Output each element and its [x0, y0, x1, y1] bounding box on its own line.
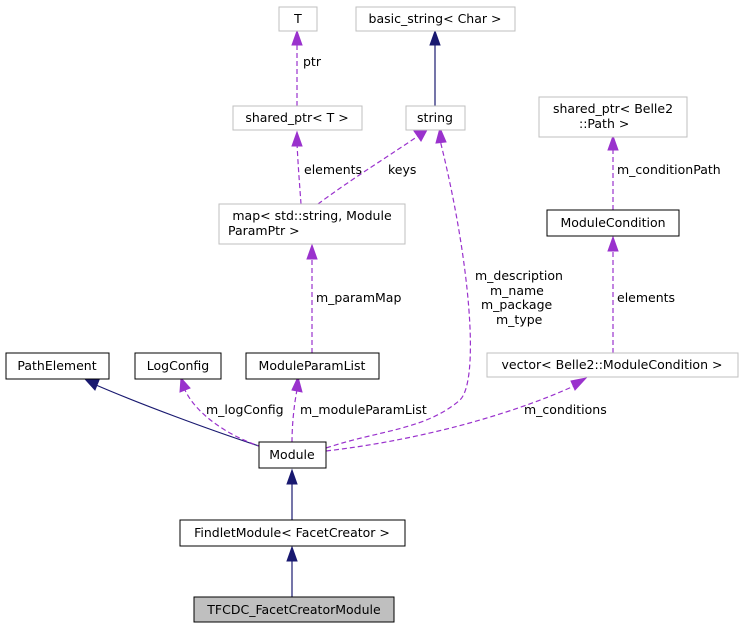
node-map-label-1: map< std::string, Module — [232, 208, 392, 223]
edge-module-log-config — [179, 376, 263, 448]
edge-module-conditions — [325, 377, 588, 452]
edge-label-m-condition-path: m_conditionPath — [617, 162, 721, 177]
node-findlet-module-label: FindletModule< FacetCreator > — [194, 525, 390, 540]
node-basic-string[interactable]: basic_string< Char > — [355, 6, 516, 32]
node-string[interactable]: string — [405, 105, 466, 131]
edge-label-m-name: m_name — [490, 283, 544, 298]
edge-string-inherits-basic-string — [429, 29, 441, 106]
edge-map-elements — [291, 130, 303, 205]
edge-findlet-inherits-module — [286, 468, 298, 520]
edge-module-condition-condition-path — [607, 134, 619, 210]
node-vector-condition-label: vector< Belle2::ModuleCondition > — [502, 357, 723, 372]
edge-label-m-module-param-list: m_moduleParamList — [300, 402, 427, 417]
edge-label-m-description: m_description — [475, 268, 563, 283]
node-shared-ptr-path-label-1: shared_ptr< Belle2 — [553, 101, 673, 116]
edge-label-m-param-map: m_paramMap — [316, 290, 401, 305]
edge-label-m-package: m_package — [481, 297, 553, 312]
node-module-param-list-label: ModuleParamList — [259, 358, 366, 373]
edge-label-elements-map: elements — [304, 162, 362, 177]
node-shared-ptr-t[interactable]: shared_ptr< T > — [232, 105, 363, 131]
node-module-param-list[interactable]: ModuleParamList — [245, 352, 380, 380]
node-module[interactable]: Module — [258, 441, 327, 469]
node-tfcdc-facet-creator-module[interactable]: TFCDC_FacetCreatorModule — [193, 596, 395, 623]
edge-module-module-param-list — [291, 375, 303, 443]
node-basic-string-label: basic_string< Char > — [369, 11, 502, 26]
node-string-label: string — [417, 110, 453, 125]
node-map[interactable]: map< std::string, Module ParamPtr > — [218, 203, 406, 245]
edge-label-m-log-config: m_logConfig — [206, 402, 284, 417]
node-log-config[interactable]: LogConfig — [134, 352, 222, 380]
edge-label-ptr: ptr — [303, 54, 322, 69]
edge-label-m-conditions: m_conditions — [524, 402, 607, 417]
edge-module-string-members — [325, 126, 472, 449]
node-t-label: T — [293, 11, 302, 26]
edge-tfcdc-inherits-findlet — [286, 545, 298, 597]
node-path-element[interactable]: PathElement — [5, 352, 110, 380]
node-shared-ptr-path-label-2: ::Path > — [579, 116, 629, 131]
node-tfcdc-facet-creator-module-label: TFCDC_FacetCreatorModule — [206, 602, 381, 617]
edge-shared-ptr-ptr — [291, 29, 303, 106]
node-module-condition[interactable]: ModuleCondition — [546, 209, 680, 237]
edge-label-elements-vector: elements — [617, 290, 675, 305]
edge-label-keys: keys — [388, 162, 416, 177]
node-shared-ptr-path[interactable]: shared_ptr< Belle2 ::Path > — [538, 96, 688, 138]
node-log-config-label: LogConfig — [147, 358, 209, 373]
node-t[interactable]: T — [278, 6, 318, 32]
edge-vector-elements — [607, 235, 619, 353]
edge-module-param-list-param-map — [306, 243, 318, 353]
node-vector-condition[interactable]: vector< Belle2::ModuleCondition > — [486, 352, 739, 378]
edge-label-m-type: m_type — [496, 312, 543, 327]
node-module-condition-label: ModuleCondition — [560, 215, 665, 230]
node-map-label-2: ParamPtr > — [228, 223, 300, 238]
node-findlet-module[interactable]: FindletModule< FacetCreator > — [179, 519, 406, 547]
node-module-label: Module — [269, 447, 315, 462]
node-shared-ptr-t-label: shared_ptr< T > — [245, 110, 348, 125]
node-path-element-label: PathElement — [17, 358, 96, 373]
